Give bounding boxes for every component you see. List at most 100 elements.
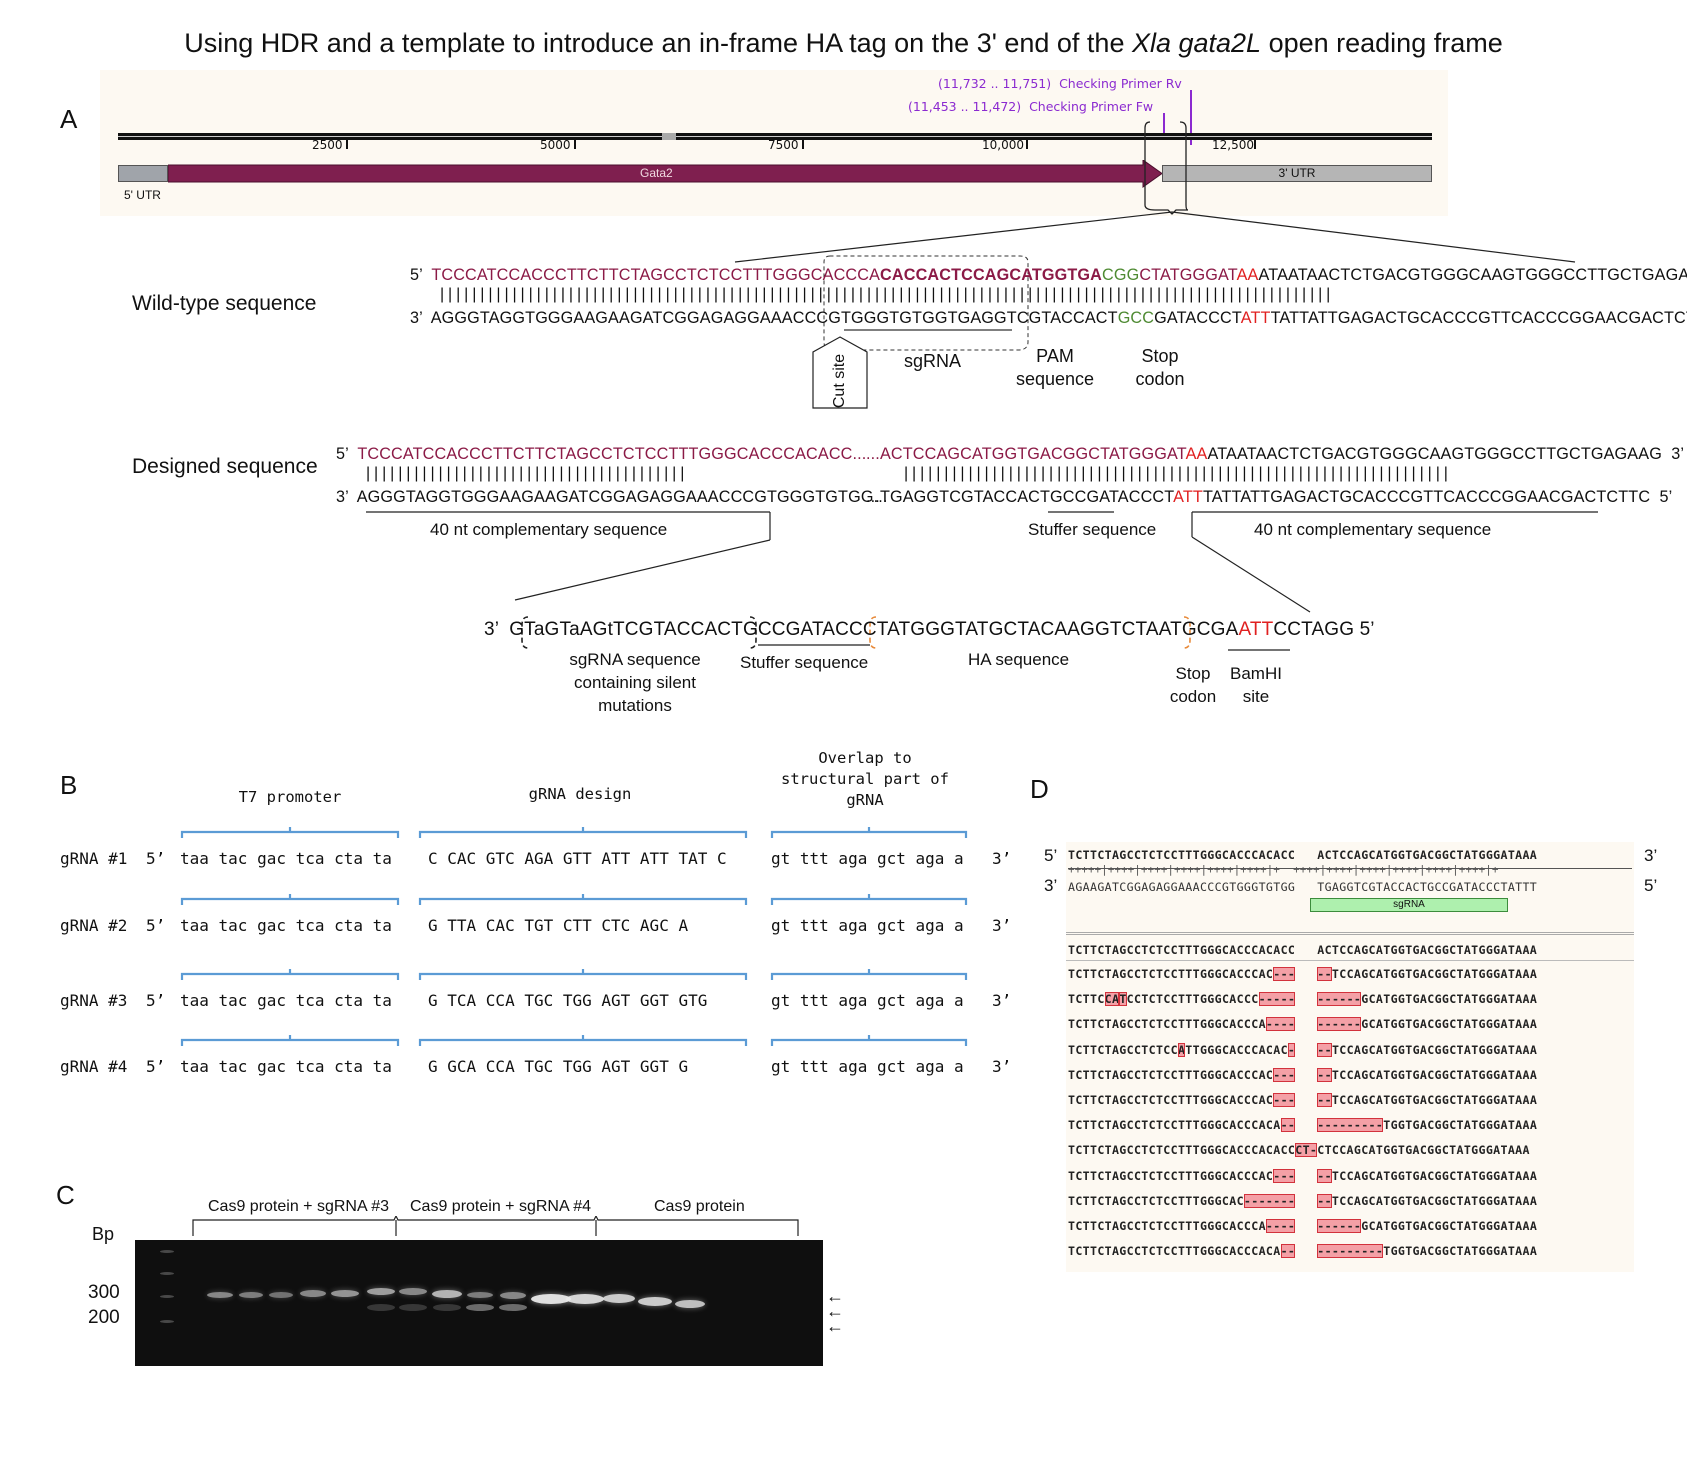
strand-end: 3’ — [484, 619, 499, 640]
primer-fw-label: (11,453 .. 11,472) Checking Primer Fw — [908, 99, 1153, 114]
seq-segment: AGAAGATCGGAGAGGAAACCCGTGGGTGTGG — [1068, 880, 1296, 894]
grna-design-sequence: G TTA CAC TGT CTT CTC AGC A — [428, 916, 689, 935]
gel-band — [467, 1292, 493, 1298]
bracket — [180, 969, 400, 980]
mismatch-highlight: CA — [1104, 992, 1120, 1007]
insert-sequence: 3’ GTaGTaAGtTCGTACCACTGCCGATACCCTATGGGTA… — [484, 619, 1375, 641]
seq-segment: GCATGGTGACGGCTATGGGATAAA — [1361, 992, 1538, 1007]
seq-segment: TCTTCTAGCCTCTCCTTTGGGCACCCACACC — [1068, 848, 1296, 862]
pam-seq: C — [1102, 266, 1114, 284]
ladder-band — [160, 1295, 174, 1298]
deletion-highlight: ------ — [1317, 1017, 1362, 1032]
mismatch-highlight: A — [1177, 1042, 1186, 1057]
alignment-view — [1066, 842, 1634, 1272]
utr5-label: 5' UTR — [124, 188, 161, 202]
deletion-highlight: --------- — [1317, 1244, 1384, 1259]
sgrna-silent-seq: GTaGTaAGtTCGTACCACTG — [509, 619, 758, 640]
seq-segment: TCTTCTAGCCTCTCCTTTGGGCACCCAC — [1068, 1093, 1274, 1107]
figure-title: Using HDR and a template to introduce an… — [0, 28, 1687, 59]
stop-codon-seq: ATT — [1238, 619, 1274, 640]
sgrna-target-seq: CACCACTCCAGCATGGTGA — [880, 266, 1103, 284]
gene-label: Gata2 — [640, 166, 673, 180]
strand-end: 3’ — [992, 1057, 1012, 1076]
zoom-line-right — [1171, 211, 1576, 263]
alignment-read: TCTTCTAGCCTCTCCTTTGGGCACCCAC--- --TCCAGC… — [1068, 1168, 1537, 1183]
seq-segment: TCTTCTAGCCTCTCCTTTGGGCACCCA — [1068, 1219, 1266, 1233]
ruler-tick — [802, 139, 804, 149]
gel-band-cleaved — [367, 1304, 395, 1311]
seq-segment: TGGTGACGGCTATGGGATAAA — [1383, 1244, 1538, 1259]
wt-bottom-strand: 3’ AGGGTAGGTGGGAAGAAGATCGGAGAGGAAACCCGTG… — [410, 309, 1687, 328]
base-pair-bars: |||||||||||||||||||||||||||||||||||||||| — [366, 465, 689, 482]
overlap-sequence: gt ttt aga gct aga a — [771, 916, 964, 935]
ref-ruler-ticks: +++++|++++|++++|++++|++++|++++|+ ++++|++… — [1068, 863, 1499, 876]
separator — [1066, 960, 1634, 961]
strand-end: 3’ — [1044, 876, 1058, 895]
mismatch-highlight: T — [1119, 992, 1127, 1007]
seq-segment: TCTTCTAGCCTCTCCTTTGGGCAC — [1068, 1193, 1244, 1208]
separator — [1066, 932, 1634, 935]
deletion-highlight: -- — [1317, 1067, 1332, 1082]
panel-b-brackets — [180, 827, 968, 1046]
bracket — [180, 1035, 400, 1046]
seq-segment: ACTCCAGCATGGTGACGGCTATGGGAT — [879, 445, 1186, 463]
seq-segment: TCTTCTAGCCTCTCCTTTGGGCACCCA — [1068, 1017, 1266, 1032]
seq-segment: TTGGGCACCCACAC — [1185, 1042, 1288, 1057]
alignment-read: TCTTCTAGCCTCTCCTTTGGGCACCCAC--- --TCCAGC… — [1068, 1067, 1538, 1082]
designed-top-left: 5’ TCCCATCCACCCTTCTTCTAGCCTCTCCTTTGGGCAC… — [336, 445, 866, 464]
strand-end: 3’ — [1644, 846, 1658, 865]
panel-label-b: B — [60, 770, 78, 800]
sgrna-feature[interactable]: sgRNA — [1310, 898, 1508, 912]
utr3-feature[interactable]: 3' UTR — [1162, 165, 1432, 182]
marker-300: 300 — [88, 1282, 120, 1303]
arrow-icon: ← — [826, 1286, 844, 1306]
seq-segment: TCCAGCATGGTGACGGCTATGGGATAAA — [1331, 1067, 1538, 1082]
ruler-tick-label: 5000 — [540, 138, 571, 152]
gel-band — [239, 1292, 263, 1298]
seq-segment: CTATGGGAT — [1139, 266, 1237, 284]
bamhi-seq: CCTAGG — [1273, 619, 1355, 640]
overlap-sequence: gt ttt aga gct aga a — [771, 849, 964, 868]
gel-band — [207, 1292, 233, 1298]
seq-segment: ACTCCAGCATGGTGACGGCTATGGGATAAA — [1317, 848, 1538, 862]
primer-fw-range: (11,453 .. 11,472) — [908, 99, 1022, 114]
bracket — [418, 969, 748, 980]
base-pair-bars: ||||||||||||||||||||||||||||||||||||||||… — [440, 286, 1335, 303]
alignment-read: TCTTCTAGCCTCTCCTTTGGGCACCCA---- ------GC… — [1068, 1219, 1537, 1233]
deletion-highlight: -- — [1317, 1193, 1332, 1208]
seq-segment: TCTTCTAGCCTCTCCTTTGGGCACCCAC — [1068, 1168, 1274, 1183]
seq-segment: TCTTCTAGCCTCTCCTTTGGGCACCCAC — [1068, 1067, 1274, 1082]
arrow-icon: ← — [826, 1301, 844, 1321]
bracket — [418, 1035, 748, 1046]
deletion-highlight: ------ — [1317, 1219, 1362, 1233]
grna-design-sequence: G GCA CCA TGC TGG AGT GGT G — [428, 1057, 689, 1076]
seq-segment: GATACCCT — [1154, 309, 1241, 327]
seq-segment: TGAGGTCGTACCACTGCCGATACCCTATTT — [1317, 880, 1538, 894]
left-comp-label: 40 nt complementary sequence — [430, 520, 668, 539]
seq-segment: TCTTC — [1068, 992, 1105, 1007]
seq-segment: ATAATAACTCTGACGTGGGCAAGTGGGCCTTGCTGAGAAG — [1207, 445, 1662, 463]
strand-end: 3’ — [992, 916, 1012, 935]
stuffer-label: Stuffer sequence — [1028, 520, 1157, 539]
strand-end: 3’ — [992, 991, 1012, 1010]
overlap-header: Overlap to structural part of gRNA — [781, 749, 949, 809]
base-pair-bars: ||||||||||||||||||||||||||||||||||||||||… — [904, 465, 1452, 482]
designed-bottom-right: ...TGAGGTCGTACCACTGCCGATACCCTATTTATTATTG… — [866, 488, 1672, 507]
ruler-gap — [662, 133, 676, 140]
alignment-read: TCTTCCATCCTCTCCTTTGGGCACCC----- ------GC… — [1068, 992, 1538, 1007]
strand-end: 3’ — [336, 488, 349, 506]
strand-end: 5’ — [146, 916, 166, 935]
alignment-read: TCTTCTAGCCTCTCCTTTGGGCACCCA---- ------GC… — [1068, 1017, 1537, 1032]
gel-band — [603, 1294, 635, 1303]
ruler-tick — [346, 139, 348, 149]
deletion-highlight: CT- — [1295, 1143, 1318, 1158]
alignment-read: TCTTCTAGCCTCTCCATTGGGCACCCACAC- --TCCAGC… — [1068, 1042, 1537, 1057]
gel-band — [269, 1292, 293, 1298]
deletion-highlight: --------- — [1317, 1118, 1384, 1133]
ruler-tick — [1026, 139, 1028, 149]
sgrna-annotation: sgRNA — [904, 351, 962, 371]
seq-segment: CCTCTCCTTTGGGCACCC — [1126, 992, 1259, 1007]
ruler-tick-label: 2500 — [312, 138, 343, 152]
pam-seq: GCC — [1117, 309, 1155, 327]
alignment-read: TCTTCTAGCCTCTCCTTTGGGCACCCAC--- --TCCAGC… — [1068, 1093, 1537, 1107]
